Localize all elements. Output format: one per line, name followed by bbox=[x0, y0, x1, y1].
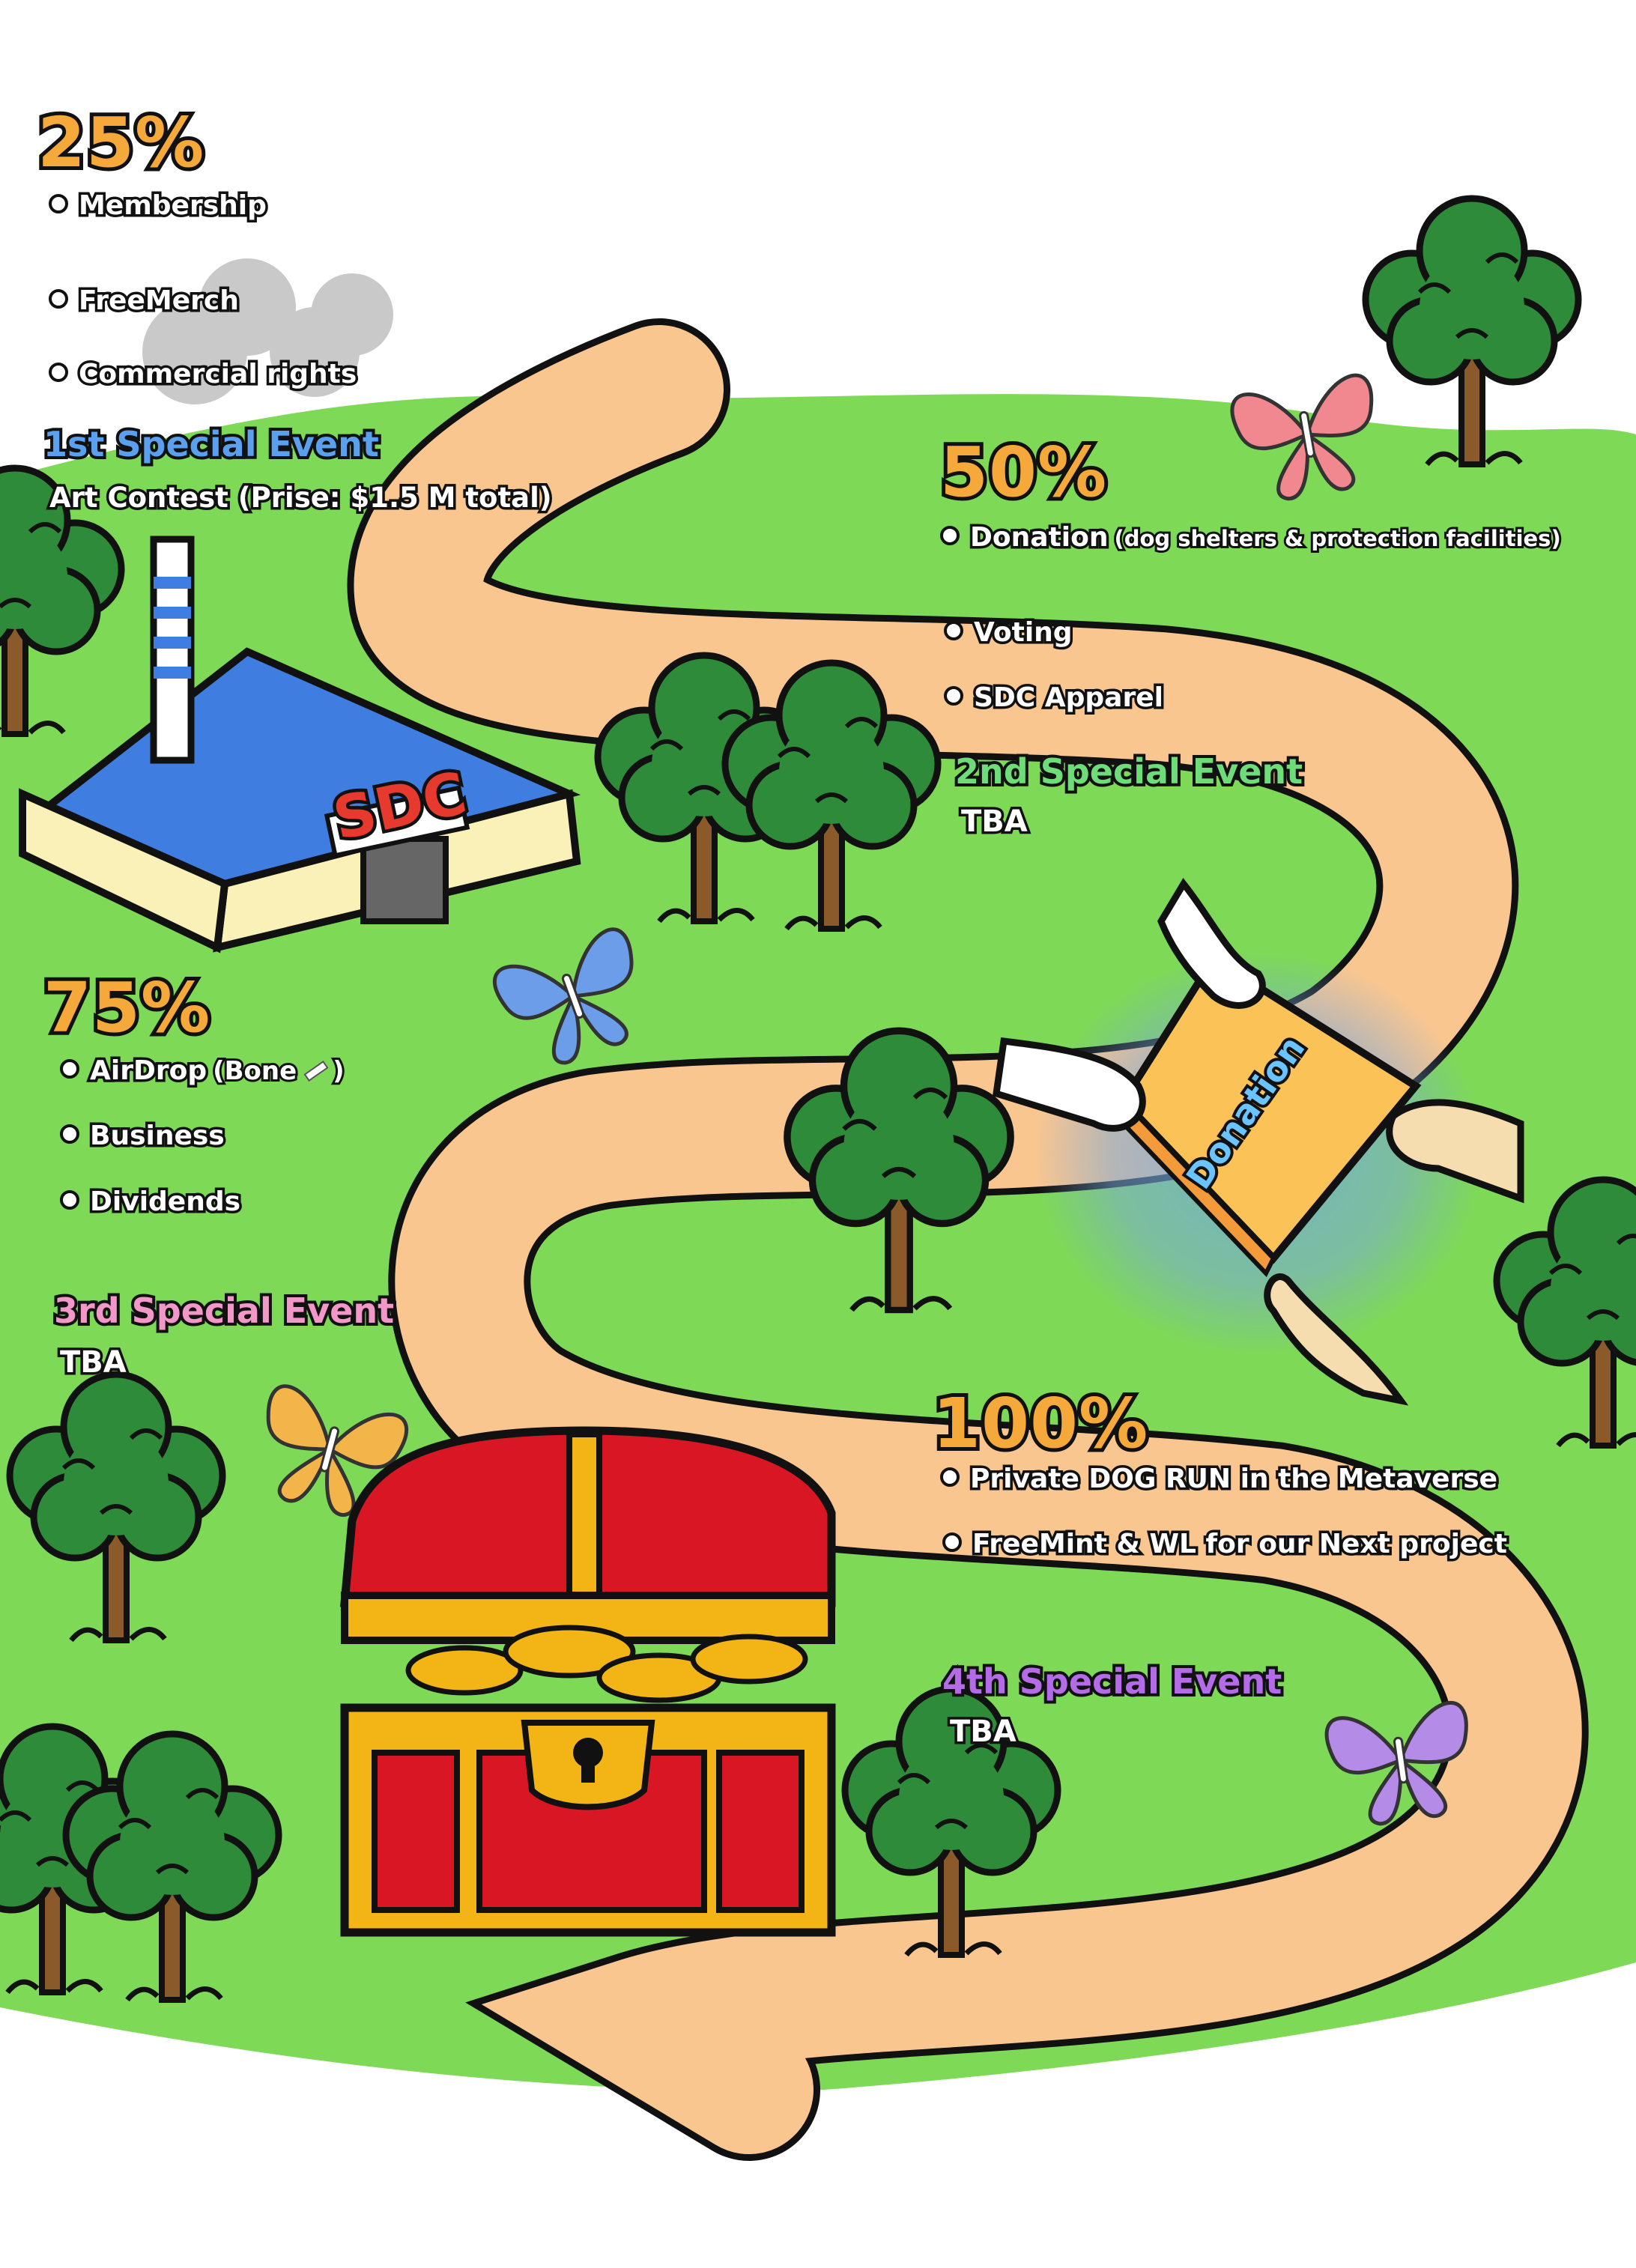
bullet-icon bbox=[940, 526, 960, 545]
bullet-icon bbox=[60, 1124, 79, 1144]
bullet-icon bbox=[940, 1467, 960, 1487]
event-1-title: 1st Special Event bbox=[40, 422, 382, 466]
event-4-detail: TBA bbox=[948, 1713, 1020, 1751]
milestone-50-percent: 50% bbox=[936, 431, 1110, 514]
hand-icon bbox=[993, 878, 1266, 1132]
milestone-50-item: SDC Apparel bbox=[944, 680, 1166, 715]
bullet-icon bbox=[944, 686, 963, 706]
milestone-100-item: FreeMint & WL for our Next project bbox=[942, 1526, 1509, 1562]
event-2-title: 2nd Special Event bbox=[952, 750, 1306, 793]
milestone-75-item: AirDrop(Bone) bbox=[60, 1053, 347, 1088]
event-2-detail: TBA bbox=[959, 803, 1031, 841]
milestone-50-item: Voting bbox=[944, 615, 1075, 650]
milestone-75-item: Business bbox=[60, 1118, 227, 1153]
tree-icon bbox=[1366, 198, 1578, 464]
milestone-100-percent: 100% bbox=[929, 1382, 1151, 1465]
bullet-icon bbox=[49, 363, 68, 382]
bullet-icon bbox=[49, 194, 68, 213]
hand-icon bbox=[1264, 1099, 1524, 1406]
milestone-75-item: Dividends bbox=[60, 1184, 243, 1219]
bone-icon bbox=[300, 1064, 330, 1076]
milestone-100-item: Private DOG RUN in the Metaverse bbox=[940, 1461, 1500, 1497]
bullet-icon bbox=[60, 1190, 79, 1210]
milestone-25-percent: 25% bbox=[34, 101, 207, 184]
milestone-25-item: Membership bbox=[49, 188, 269, 223]
milestone-75-percent: 75% bbox=[40, 966, 213, 1049]
donation-envelope-icon bbox=[1109, 953, 1422, 1278]
treasure-chest-icon bbox=[339, 1426, 836, 1937]
bullet-icon bbox=[49, 289, 68, 309]
event-3-detail: TBA bbox=[58, 1344, 130, 1382]
milestone-25-item: FreeMerch bbox=[49, 283, 241, 318]
bullet-icon bbox=[944, 621, 963, 640]
event-3-title: 3rd Special Event bbox=[51, 1289, 397, 1332]
milestone-50-item: Donation(dog shelters & protection facil… bbox=[940, 520, 1563, 555]
factory-icon bbox=[19, 536, 581, 953]
milestone-25-item: Commercial rights bbox=[49, 357, 360, 392]
bullet-icon bbox=[60, 1059, 79, 1079]
bullet-icon bbox=[942, 1532, 962, 1552]
donation-note: (dog shelters & protection facilities) bbox=[1112, 524, 1563, 553]
event-1-detail: Art Contest (Prise: $1.5 M total) bbox=[47, 480, 555, 515]
event-4-title: 4th Special Event bbox=[939, 1660, 1285, 1703]
